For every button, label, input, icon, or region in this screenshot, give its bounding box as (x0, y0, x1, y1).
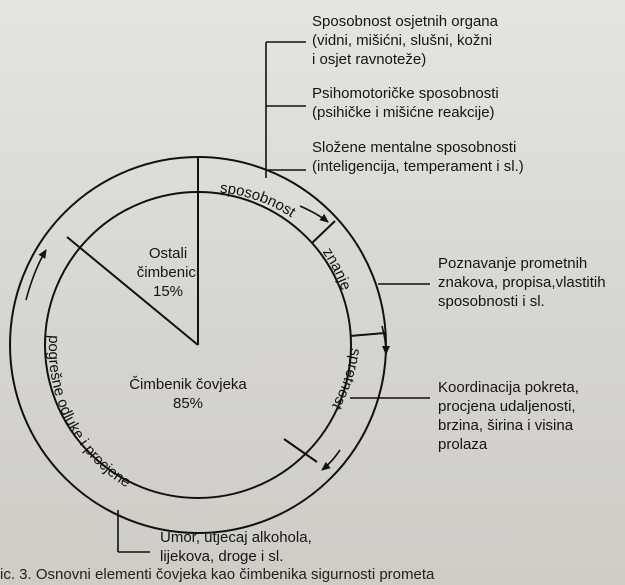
arrow-skill (321, 449, 341, 471)
figure-caption: ic. 3. Osnovni elementi čovjeka kao čimb… (0, 566, 435, 583)
ring-label-skill: spretnost (328, 347, 364, 413)
label-mental: Složene mentalne sposobnosti (inteligenc… (312, 139, 524, 175)
ring-divider-2 (349, 332, 386, 337)
human-factor-label: Čimbenik čovjeka 85% (129, 376, 247, 412)
ring-divider-1 (311, 220, 336, 244)
label-skill: Koordinacija pokreta, procjena udaljenos… (438, 379, 579, 453)
label-senses: Sposobnost osjetnih organa (vidni, mišić… (312, 13, 498, 68)
ring-divider-3 (283, 438, 318, 463)
arrow-ability (299, 205, 329, 223)
arrow-knowledge (381, 325, 390, 355)
arrow-errors (25, 249, 47, 301)
ring-label-knowledge: znanje (319, 245, 354, 293)
other-factors-label: Ostali čimbenici 15% (136, 245, 200, 300)
label-psychomotor: Psihomotoričke sposobnosti (psihičke i m… (312, 85, 499, 121)
sector-line-diagonal (66, 236, 199, 346)
ring-label-ability: sposobnost (219, 180, 299, 222)
label-knowledge: Poznavanje prometnih znakova, propisa,vl… (438, 255, 606, 310)
label-fatigue: Umor, utjecaj alkohola, lijekova, droge … (160, 529, 312, 565)
